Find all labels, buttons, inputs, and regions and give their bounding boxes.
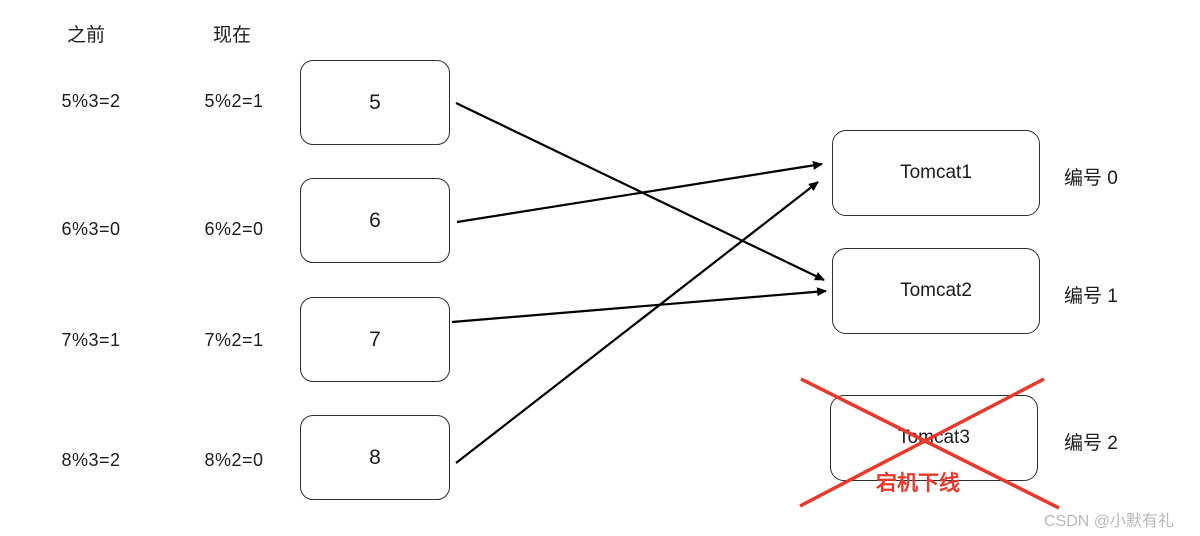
server-box-tomcat2: Tomcat2	[832, 248, 1040, 334]
server-number-2: 编号 2	[1064, 433, 1118, 454]
key-box-5: 5	[300, 60, 450, 145]
server-box-tomcat2-label: Tomcat2	[900, 280, 972, 301]
arrow-8-to-tomcat1	[455, 181, 819, 464]
formula-now-8: 8%2=0	[204, 450, 264, 470]
formula-before-6: 6%3=0	[61, 219, 121, 239]
formula-now-6: 6%2=0	[204, 219, 264, 239]
arrow-6-to-tomcat1	[456, 160, 823, 224]
column-header-now: 现在	[212, 25, 251, 46]
key-box-8-label: 8	[369, 445, 381, 469]
key-box-5-label: 5	[369, 90, 381, 114]
key-box-6: 6	[300, 178, 450, 263]
key-box-7: 7	[300, 297, 450, 382]
formula-before-7: 7%3=1	[61, 330, 121, 350]
key-box-8: 8	[300, 415, 450, 500]
formula-now-7: 7%2=1	[204, 330, 264, 350]
arrow-5-to-tomcat2	[455, 102, 825, 281]
key-box-7-label: 7	[369, 327, 381, 351]
key-box-6-label: 6	[369, 208, 381, 232]
server-box-tomcat3-label: Tomcat3	[898, 427, 970, 448]
server-number-1: 编号 1	[1064, 286, 1118, 307]
server-number-0: 编号 0	[1064, 168, 1118, 189]
formula-before-8: 8%3=2	[61, 450, 121, 470]
offline-status-label: 宕机下线	[876, 472, 960, 495]
formula-before-5: 5%3=2	[61, 91, 121, 111]
column-header-before: 之前	[66, 25, 105, 46]
arrow-7-to-tomcat2	[451, 287, 827, 324]
server-box-tomcat1: Tomcat1	[832, 130, 1040, 216]
watermark: CSDN @小默有礼	[1044, 513, 1175, 530]
formula-now-5: 5%2=1	[204, 91, 264, 111]
server-box-tomcat1-label: Tomcat1	[900, 162, 972, 183]
